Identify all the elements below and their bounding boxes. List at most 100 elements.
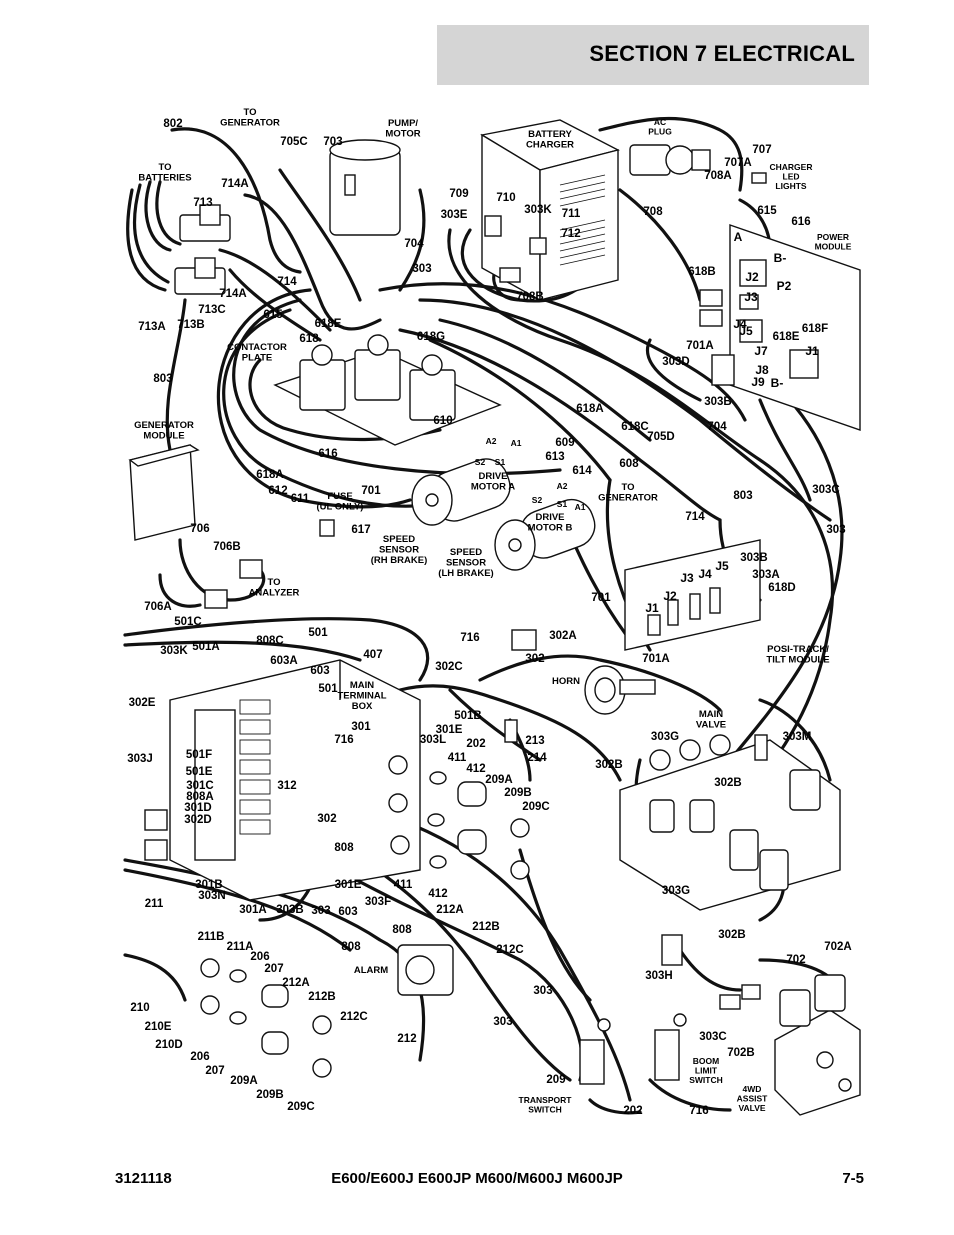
battery-connectors bbox=[174, 204, 231, 295]
bulkhead-connectors-middle bbox=[388, 755, 530, 880]
label-211: 211 bbox=[145, 898, 164, 910]
label-618f: 618F bbox=[802, 323, 828, 335]
label-303-low: 303 bbox=[311, 905, 330, 917]
analyzer-connector-706b bbox=[239, 559, 263, 579]
footer-doc-number: 3121118 bbox=[115, 1170, 172, 1187]
label-209c-top: 209C bbox=[522, 801, 550, 813]
label-209b-top: 209B bbox=[504, 787, 532, 799]
drive-motor-b-body bbox=[494, 498, 596, 571]
label-202-mid: 202 bbox=[466, 738, 485, 750]
horn-component bbox=[584, 665, 656, 715]
terminal-motor_b-2: S1 bbox=[557, 499, 568, 509]
connector-702b bbox=[741, 984, 761, 1000]
label-710: 710 bbox=[496, 192, 515, 204]
wire-loop-2 bbox=[222, 308, 432, 508]
terminal-motor_b-3: A1 bbox=[575, 502, 586, 512]
label-708b: 708B bbox=[516, 291, 544, 303]
terminal-power_module-11: B- bbox=[771, 376, 784, 390]
label-501b: 501B bbox=[454, 710, 482, 722]
charger-led-lights-part bbox=[751, 172, 767, 184]
terminal-posi_track-4: J5 bbox=[715, 559, 729, 573]
terminal-power_module-5: J4 bbox=[733, 317, 747, 331]
terminal-power_module-1: B- bbox=[774, 251, 787, 265]
wire-708 bbox=[618, 188, 702, 302]
label-214: 214 bbox=[527, 752, 547, 764]
wire-battery-3 bbox=[132, 183, 170, 284]
label-714-low: 714 bbox=[685, 511, 705, 523]
wire-706 bbox=[178, 538, 266, 602]
ac-plug-component bbox=[629, 144, 711, 176]
connector-213 bbox=[504, 719, 518, 743]
connector-303e bbox=[484, 215, 502, 237]
label-618a-left: 618A bbox=[256, 469, 284, 481]
wire-210 bbox=[123, 953, 187, 1002]
battery-charger-box bbox=[480, 119, 620, 302]
label-808a: 808A bbox=[186, 791, 214, 803]
label-618a-mid: 618A bbox=[576, 403, 604, 415]
label-412-low: 412 bbox=[428, 888, 447, 900]
label-303g-low: 303G bbox=[662, 885, 690, 897]
label-709: 709 bbox=[449, 188, 468, 200]
label-303a: 303A bbox=[752, 569, 780, 581]
label-708: 708 bbox=[643, 206, 663, 218]
label-614: 614 bbox=[572, 465, 592, 477]
label-312: 312 bbox=[277, 780, 296, 792]
wire-211b bbox=[123, 868, 352, 952]
wire-horn bbox=[478, 654, 722, 712]
label-617: 617 bbox=[351, 524, 370, 536]
label-501: 501 bbox=[308, 627, 328, 639]
label-714: 714 bbox=[277, 276, 297, 288]
label-alarm: ALARM bbox=[354, 965, 388, 976]
wire-618e bbox=[378, 282, 747, 422]
connector-303c bbox=[719, 994, 741, 1010]
wire-ac-plug bbox=[598, 116, 744, 192]
fuse-part bbox=[319, 519, 335, 537]
connector-711 bbox=[529, 237, 547, 255]
terminal-posi_track-1: J2 bbox=[663, 589, 677, 603]
label-618e-right: 618E bbox=[773, 331, 800, 343]
wire-716 bbox=[648, 1078, 732, 1112]
terminal-power_module-10: J9 bbox=[751, 375, 765, 389]
label-302c: 302C bbox=[435, 661, 463, 673]
terminal-power_module-7: J7 bbox=[754, 344, 768, 358]
label-212: 212 bbox=[397, 1033, 416, 1045]
label-704-mid: 704 bbox=[707, 421, 727, 433]
label-213: 213 bbox=[525, 735, 544, 747]
label-706a: 706A bbox=[144, 601, 172, 613]
label-303d: 303D bbox=[662, 356, 690, 368]
wire-303c bbox=[758, 398, 812, 502]
label-808-mid: 808 bbox=[334, 842, 354, 854]
label-301c: 301C bbox=[186, 780, 214, 792]
wire-212c bbox=[518, 848, 592, 1002]
wire-302 bbox=[398, 684, 622, 782]
label-618d: 618D bbox=[768, 582, 796, 594]
4wd-assist-valve-body bbox=[774, 974, 861, 1116]
label-603-top: 603 bbox=[310, 665, 329, 677]
label-206-low: 206 bbox=[190, 1051, 209, 1063]
terminal-motor_a-2: S2 bbox=[475, 457, 486, 467]
pump-motor-body bbox=[329, 139, 401, 236]
analyzer-connector-706a bbox=[204, 589, 228, 609]
label-207-low: 207 bbox=[205, 1065, 224, 1077]
transport-switch-body bbox=[579, 1018, 611, 1085]
label-613: 613 bbox=[545, 451, 564, 463]
terminal-motor_a-0: A2 bbox=[486, 436, 497, 446]
label-803-left: 803 bbox=[153, 373, 172, 385]
label-708a: 708A bbox=[704, 170, 732, 182]
wire-303h bbox=[678, 948, 742, 992]
label-610: 610 bbox=[433, 415, 452, 427]
wire-302c bbox=[448, 688, 542, 762]
label-302: 302 bbox=[525, 653, 544, 665]
wire-608 bbox=[428, 338, 612, 482]
label-712: 712 bbox=[561, 228, 580, 240]
label-209c-low: 209C bbox=[287, 1101, 315, 1113]
label-615-left: 615 bbox=[263, 309, 283, 321]
terminal-power_module-9: J8 bbox=[755, 363, 769, 377]
label-302b-left: 302B bbox=[595, 759, 623, 771]
